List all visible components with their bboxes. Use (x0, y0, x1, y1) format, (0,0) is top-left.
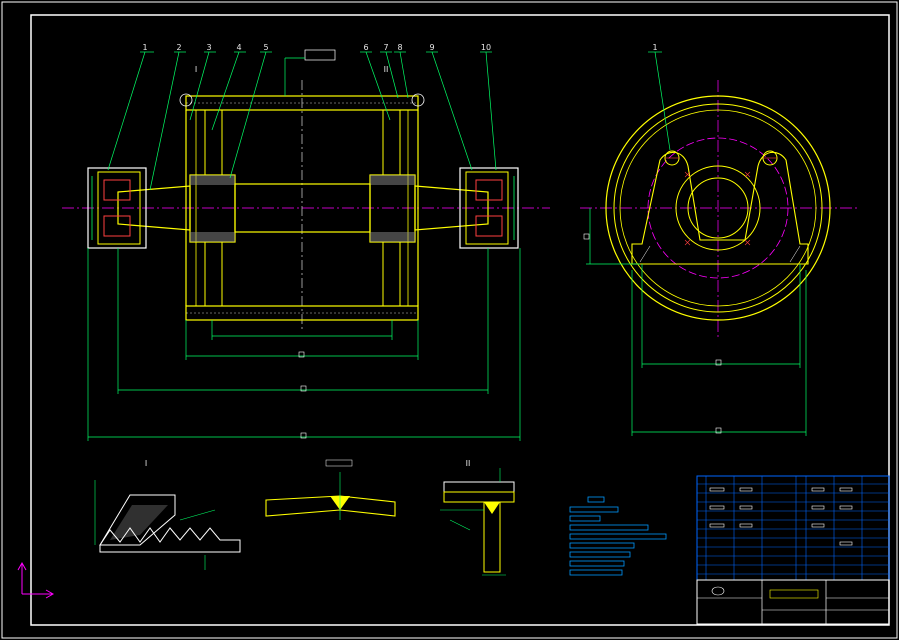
part-number-3: 3 (206, 43, 211, 52)
part-number-4: 4 (236, 43, 241, 52)
left-bearing-housing (87, 167, 147, 249)
shaft-left (117, 185, 191, 231)
shaft-right (414, 185, 489, 231)
leader-lines (107, 51, 497, 191)
tolerance-frame (304, 49, 336, 61)
detail-label-II: II (466, 459, 471, 468)
part-number-7: 7 (383, 43, 388, 52)
side-view: 1 (580, 43, 860, 436)
detail-view-I: I (94, 459, 241, 570)
section-mark-top-left: I (195, 65, 197, 74)
part-number-8: 8 (397, 43, 402, 52)
part-number-1: 1 (142, 43, 147, 52)
part-number-5: 5 (263, 43, 268, 52)
section-mark-top-right: II (384, 65, 389, 74)
right-bearing-housing (459, 167, 519, 249)
part-number-10: 10 (481, 43, 491, 52)
left-hub (189, 174, 236, 243)
section-circle-II (411, 93, 425, 107)
detail-view-II: II (440, 459, 515, 576)
front-view: 1 2 3 4 5 6 7 8 9 10 I II (62, 43, 550, 441)
inner-frame (30, 14, 890, 626)
detail-view-weld (265, 459, 396, 520)
detail-label-I: I (145, 459, 147, 468)
side-view-part-number: 1 (652, 43, 657, 52)
part-number-9: 9 (429, 43, 434, 52)
title-block (696, 579, 890, 625)
drum-outer-circle (605, 95, 831, 321)
parts-list (696, 475, 890, 581)
ucs-axis-icon (17, 561, 55, 599)
part-number-6: 6 (363, 43, 368, 52)
technical-notes (569, 496, 667, 576)
section-circle-I (179, 93, 193, 107)
shaft-middle (234, 183, 371, 233)
front-dimensions (87, 248, 521, 441)
part-number-2: 2 (176, 43, 181, 52)
bolt-marks (684, 171, 751, 246)
